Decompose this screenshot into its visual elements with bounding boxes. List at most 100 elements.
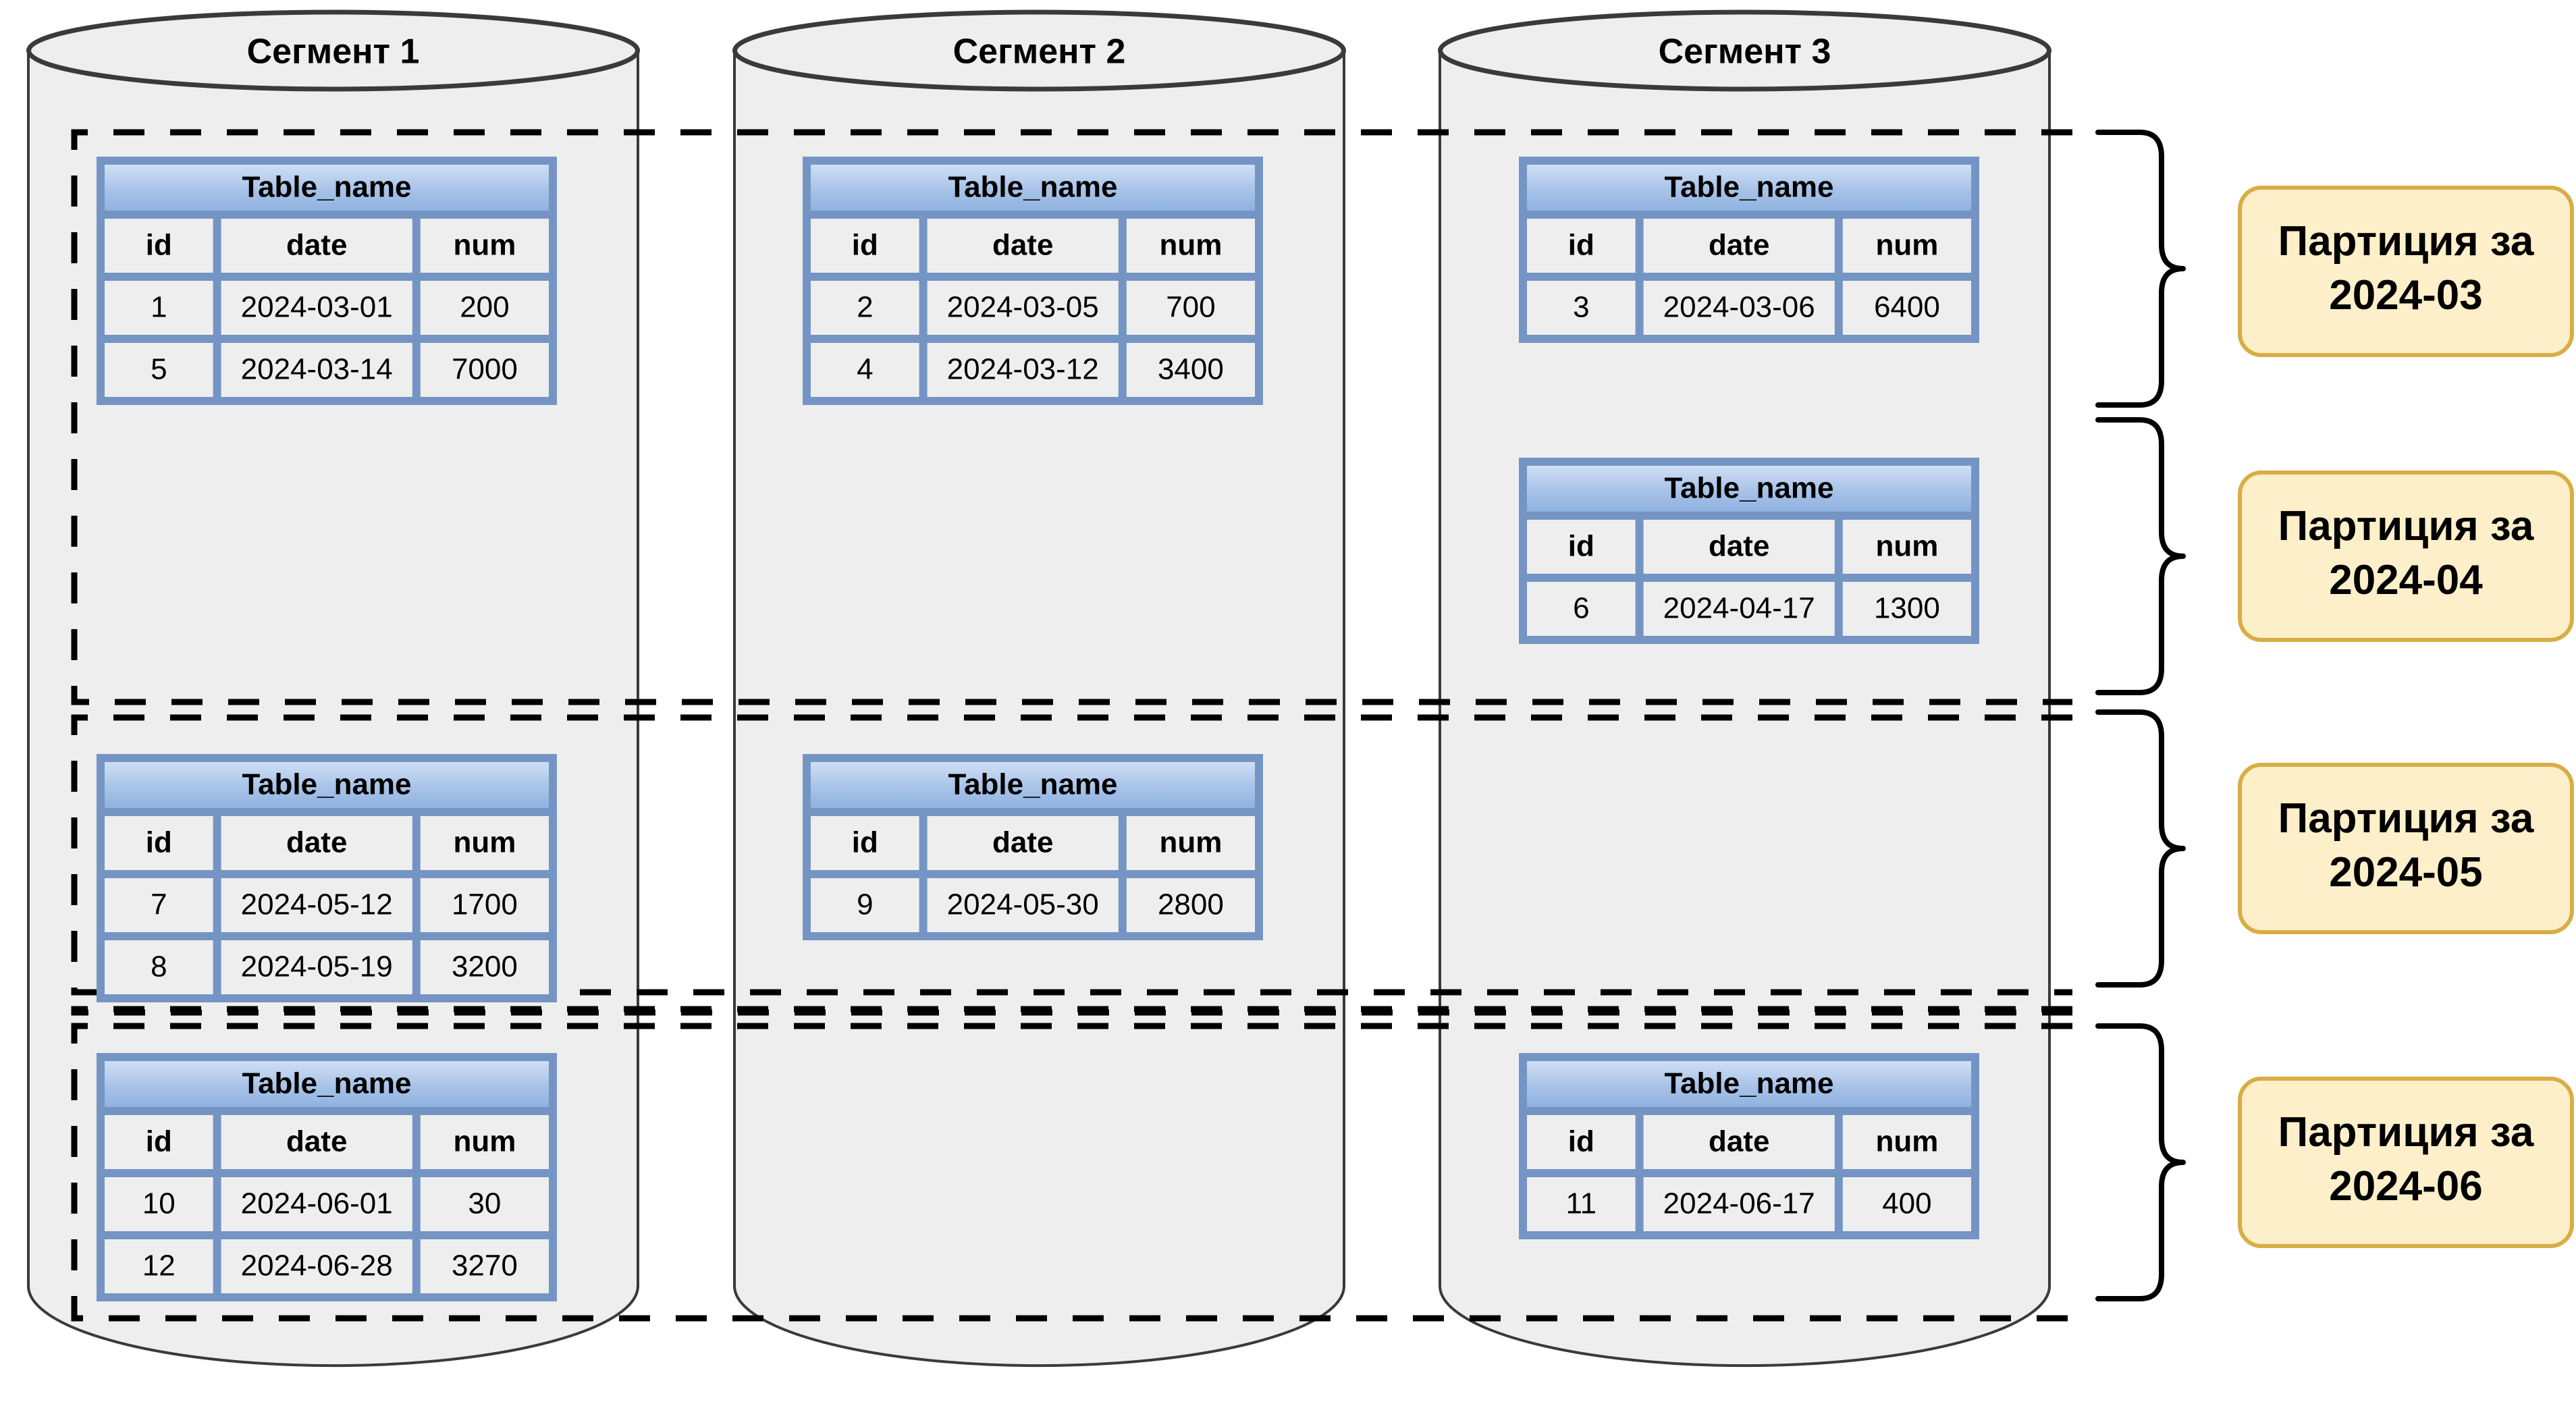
table-header-text: date — [286, 229, 347, 262]
partition-box-2024-04[interactable]: Партиция за 2024-04 — [2238, 470, 2574, 642]
table-cell-text: 8 — [151, 950, 167, 983]
table-cell-text: 2024-03-12 — [947, 353, 1099, 386]
table-cell-text: 2024-03-14 — [241, 353, 393, 386]
table-cell-text: 2024-03-01 — [241, 291, 393, 324]
table-cell-text: 2024-05-12 — [241, 888, 393, 921]
table-cell-text: 1 — [151, 291, 167, 324]
table-header-cell — [1527, 520, 1636, 574]
table-row — [221, 343, 412, 397]
table-title-bar — [105, 762, 549, 808]
table-title-text: Table_name — [1664, 1067, 1833, 1100]
table-row — [811, 281, 919, 335]
table-row — [221, 878, 412, 932]
table-row — [420, 281, 549, 335]
table-header-text: id — [852, 229, 878, 262]
table-header-text: date — [286, 1125, 347, 1158]
partition-box-2024-05[interactable]: Партиция за 2024-05 — [2238, 763, 2574, 934]
table-header-cell — [811, 219, 919, 273]
partition-label-boxes: Партиция за 2024-03 Партиция за 2024-04 … — [2238, 186, 2574, 1248]
table-cell-text: 2024-06-17 — [1663, 1187, 1815, 1220]
table-header-text: id — [146, 826, 172, 859]
partition-box-bg-2024-03 — [2238, 186, 2574, 357]
table-header-cell — [105, 1115, 213, 1169]
cylinder-top-ellipse-3 — [1438, 9, 2051, 92]
table-cell-text: 7 — [151, 888, 167, 921]
table-header-cell — [1842, 219, 1971, 273]
table-header-text: id — [1568, 229, 1594, 262]
table-title-bar — [1527, 466, 1971, 512]
table-header-text: num — [1875, 530, 1938, 563]
table-cell-text: 12 — [142, 1249, 176, 1282]
table-cell-text: 1300 — [1874, 592, 1940, 625]
table-title-bar — [811, 762, 1255, 808]
table-header-cell — [1842, 1115, 1971, 1169]
table-cell-text: 400 — [1882, 1187, 1931, 1220]
table-cell-text: 2024-06-28 — [241, 1249, 393, 1282]
table-title-text: Table_name — [948, 768, 1117, 801]
partition-box-2024-03[interactable]: Партиция за 2024-03 — [2238, 186, 2574, 357]
table-row — [1126, 878, 1255, 932]
segment-label-1: Сегмент 1 — [247, 32, 420, 72]
table-cell-text: 3400 — [1158, 353, 1224, 386]
partition-box-bg-2024-05 — [2238, 763, 2574, 934]
cylinder-top-ellipse-1 — [26, 9, 640, 92]
table-row — [105, 343, 213, 397]
table-cell-text: 5 — [151, 353, 167, 386]
table-header-cell — [1643, 219, 1835, 273]
cylinder-top-ellipse-2 — [732, 9, 1346, 92]
table-header-text: date — [1709, 1125, 1769, 1158]
table-header-cell — [927, 816, 1119, 870]
partition-band-2024-06 — [71, 1023, 2072, 1322]
table-row — [1842, 281, 1971, 335]
table-header-cell — [927, 219, 1119, 273]
table-header-text: id — [146, 229, 172, 262]
table-row — [221, 940, 412, 994]
table-row — [221, 281, 412, 335]
table-header-cell — [1643, 520, 1835, 574]
table-title-text: Table_name — [1664, 472, 1833, 505]
table-title-text: Table_name — [1664, 171, 1833, 204]
table-header-cell — [221, 816, 412, 870]
table-row — [927, 878, 1119, 932]
partition-box-2024-06[interactable]: Партиция за 2024-06 — [2238, 1077, 2574, 1248]
table-header-text: num — [453, 1125, 516, 1158]
table-header-cell — [811, 816, 919, 870]
table-row — [420, 1239, 549, 1293]
table-title-bar — [1527, 1061, 1971, 1107]
table-header-cell — [221, 1115, 412, 1169]
brace-2024-06 — [2095, 1023, 2186, 1301]
segment-label-2: Сегмент 2 — [953, 32, 1126, 72]
table-cell-text: 3270 — [452, 1249, 518, 1282]
table-title-text: Table_name — [242, 171, 411, 204]
table-title-text: Table_name — [242, 768, 411, 801]
brace-2024-04 — [2095, 417, 2186, 695]
table-row — [1842, 1177, 1971, 1231]
table-header-cell — [221, 219, 412, 273]
table-row — [221, 1239, 412, 1293]
table-cell-text: 4 — [857, 353, 873, 386]
table-row — [105, 1177, 213, 1231]
table-row — [927, 343, 1119, 397]
table-row — [811, 878, 919, 932]
table-cell-text: 30 — [468, 1187, 501, 1220]
table-title-bar — [105, 165, 549, 211]
segment-cylinder-3: Сегмент 3 — [1438, 9, 2051, 1368]
table-cell-text: 2024-05-30 — [947, 888, 1099, 921]
table-header-cell — [420, 219, 549, 273]
table-row — [1527, 1177, 1636, 1231]
table-row — [1842, 582, 1971, 636]
partition-band-2024-05 — [71, 1006, 2072, 1016]
table-cell-text: 7000 — [452, 353, 518, 386]
table-header-cell — [105, 219, 213, 273]
table-cell-text: 2 — [857, 291, 873, 324]
table-header-cell — [105, 816, 213, 870]
partition-box-line1-2024-04: Партиция за — [2278, 503, 2534, 549]
table-cell-text: 6400 — [1874, 291, 1940, 324]
table-header-cell — [1126, 816, 1255, 870]
segment-label-3: Сегмент 3 — [1659, 32, 1831, 72]
table-row — [105, 940, 213, 994]
table-header-text: date — [1709, 530, 1769, 563]
